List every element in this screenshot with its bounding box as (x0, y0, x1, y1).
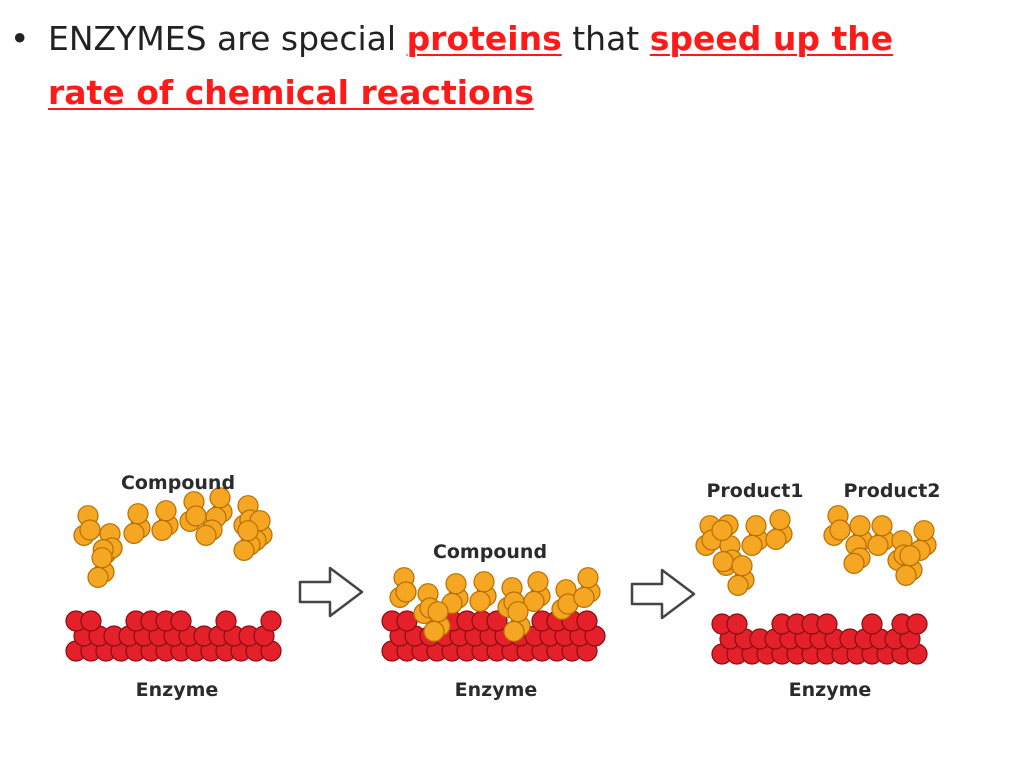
compound-atom (871, 515, 893, 537)
compound-atom (849, 515, 871, 537)
enzyme-atom (260, 610, 282, 632)
compound-atom (79, 519, 101, 541)
panel3-product1-label: Product1 (706, 480, 803, 502)
compound-atom (745, 515, 767, 537)
compound-atom (423, 620, 445, 643)
compound-atom (155, 500, 177, 522)
compound-atom (233, 539, 255, 562)
compound-atom (91, 547, 113, 569)
compound-atom (769, 509, 791, 531)
compound-atom (473, 571, 495, 593)
enzyme-atom (576, 610, 598, 632)
panel1-enzyme-label: Enzyme (136, 679, 219, 701)
compound-atom (185, 505, 207, 527)
compound-atom (237, 520, 259, 542)
right-arrow-icon (298, 566, 364, 618)
compound-atom (395, 581, 417, 603)
panel1-compound-label: Compound (121, 472, 235, 494)
compound-atom (727, 574, 749, 597)
compound-atom (151, 519, 173, 542)
compound-atom (843, 552, 865, 575)
panel2-compound-label: Compound (433, 541, 547, 563)
compound-atom (895, 564, 917, 587)
compound-atom (507, 601, 529, 623)
enzyme-atom (726, 613, 748, 635)
compound-atom (127, 503, 149, 525)
compound-atom (899, 545, 921, 567)
compound-atom (195, 524, 217, 547)
compound-atom (87, 566, 109, 589)
panel2-enzyme-label: Enzyme (455, 679, 538, 701)
enzyme-molecules (65, 610, 928, 665)
bullet-text: ENZYMES are special proteins that speed … (48, 12, 970, 120)
compound-atom (469, 590, 491, 613)
bullet-dot: • (10, 19, 30, 58)
enzyme-atom (906, 613, 928, 635)
compound-atom (445, 573, 467, 595)
compound-atom (503, 620, 525, 643)
panel3-product2-label: Product2 (843, 480, 940, 502)
bullet-point: • ENZYMES are special proteins that spee… (10, 12, 970, 120)
panel3-enzyme-label: Enzyme (789, 679, 872, 701)
compound-atom (731, 555, 753, 577)
bullet-text-1: ENZYMES are special (48, 19, 407, 58)
highlight-speed-up: speed up the rate of chemical reactions (48, 19, 894, 112)
compound-atom (913, 520, 935, 542)
compound-atom (209, 487, 231, 509)
compound-atom (573, 586, 595, 609)
compound-atom (577, 567, 599, 589)
compound-atom (427, 601, 449, 623)
compound-atom (123, 522, 145, 545)
right-arrow-icon (630, 568, 696, 620)
compound-molecules (73, 487, 937, 643)
compound-atom (741, 534, 763, 557)
enzyme-atom (215, 610, 237, 632)
enzyme-atom (80, 610, 102, 632)
compound-atom (527, 571, 549, 593)
enzyme-atom (816, 613, 838, 635)
enzyme-atom (170, 610, 192, 632)
bullet-text-2: that (561, 19, 650, 58)
compound-atom (711, 519, 733, 542)
compound-atom (712, 550, 734, 573)
compound-atom (829, 519, 851, 541)
compound-atom (867, 534, 889, 557)
enzyme-atom (861, 613, 883, 635)
compound-atom (765, 528, 787, 551)
highlight-proteins: proteins (406, 19, 562, 58)
